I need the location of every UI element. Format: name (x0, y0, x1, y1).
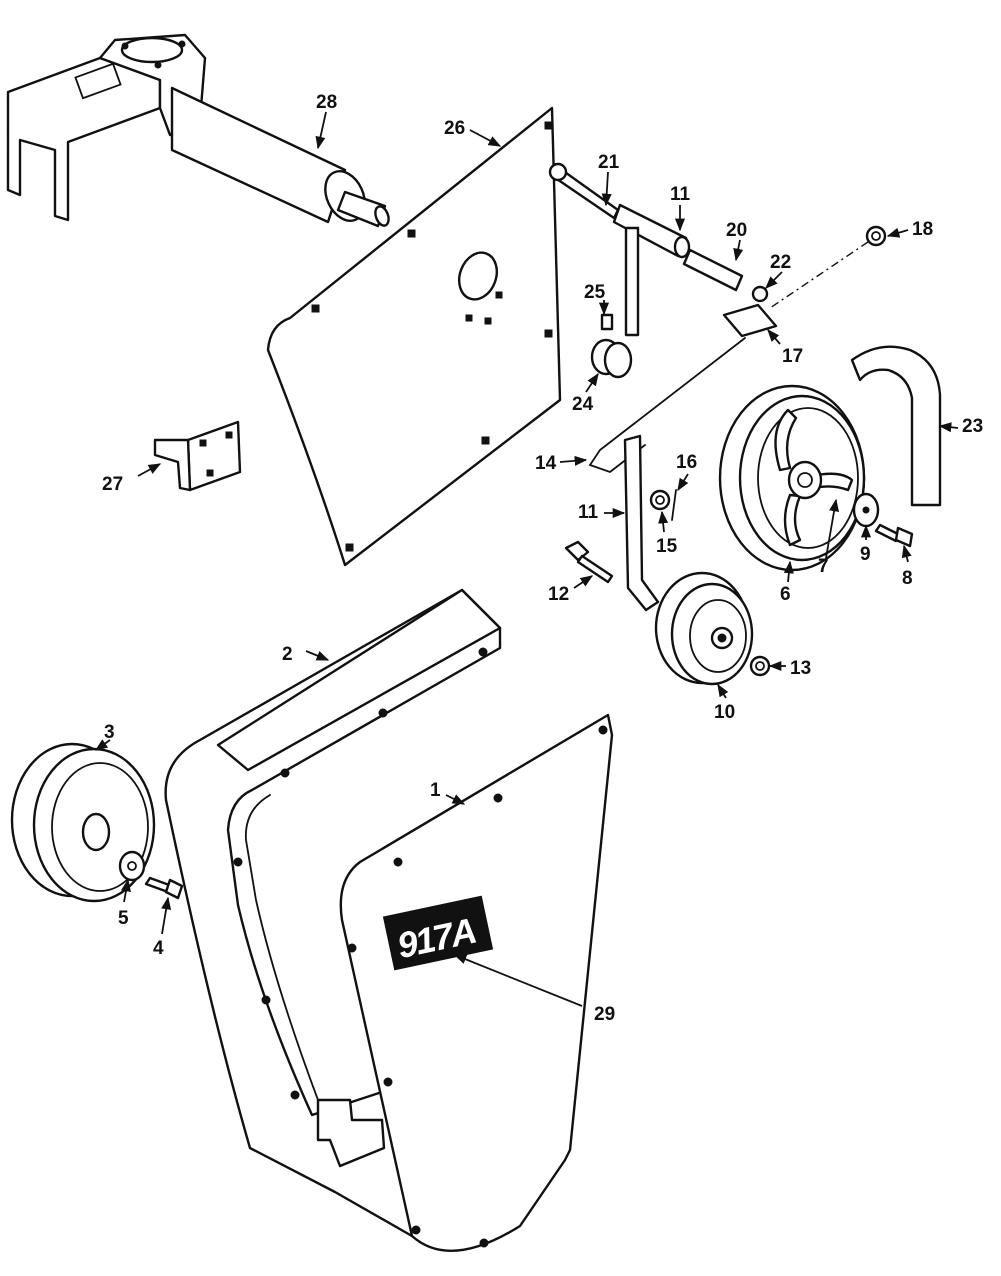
callout-14: 14 (535, 453, 557, 474)
set-screw (600, 313, 614, 331)
callout-21: 21 (598, 152, 620, 173)
callout-28: 28 (316, 92, 337, 113)
bushing (590, 338, 633, 379)
assembly-axis-line (769, 241, 869, 309)
idler-pulley (654, 571, 754, 686)
callout-8: 8 (902, 568, 913, 589)
nut (865, 225, 887, 247)
callout-labels: 28 26 21 11 20 22 18 17 25 24 23 14 16 1… (102, 92, 983, 1025)
belt-guard-housing (164, 588, 502, 1238)
belt-guard-cover (339, 713, 614, 1252)
callout-20: 20 (726, 220, 747, 241)
bracket (153, 420, 242, 492)
leader-lines (94, 111, 959, 1007)
bolt (564, 540, 614, 584)
callout-29: 29 (594, 1004, 615, 1025)
callout-18: 18 (912, 219, 933, 240)
idler-nut (749, 655, 771, 677)
drive-pulley (718, 384, 866, 572)
callout-1: 1 (430, 780, 441, 801)
callout-25: 25 (584, 282, 606, 303)
callout-11-upper: 11 (670, 184, 691, 205)
callout-15: 15 (656, 536, 678, 557)
callout-22: 22 (770, 252, 791, 273)
callout-3: 3 (104, 722, 115, 743)
cotter-pin (671, 489, 677, 521)
callout-26: 26 (444, 118, 465, 139)
mounting-plate (266, 106, 562, 567)
callout-27: 27 (102, 474, 123, 495)
pulley-washer (852, 492, 880, 528)
callout-5: 5 (118, 908, 129, 929)
washer (649, 489, 671, 511)
callout-11-lower: 11 (578, 502, 599, 523)
idler-arm-assembly (548, 162, 778, 338)
belt-guard-key (850, 345, 942, 507)
callout-2: 2 (282, 644, 293, 665)
pulley-bolt-lower (144, 876, 184, 900)
callout-16: 16 (676, 452, 697, 473)
callout-7: 7 (818, 556, 829, 577)
pulley-washer-lower (118, 850, 146, 882)
callout-9: 9 (860, 544, 871, 565)
pulley-bolt (874, 523, 914, 548)
callout-10: 10 (714, 702, 735, 723)
callout-13: 13 (790, 658, 811, 679)
callout-6: 6 (780, 584, 791, 605)
drive-shaft-tube (170, 86, 390, 228)
callout-23: 23 (962, 416, 983, 437)
callout-4: 4 (153, 938, 164, 959)
idler-arm (623, 434, 660, 612)
callout-24: 24 (572, 394, 594, 415)
callout-17: 17 (782, 346, 803, 367)
callout-12: 12 (548, 584, 569, 605)
tension-rod (588, 337, 746, 474)
